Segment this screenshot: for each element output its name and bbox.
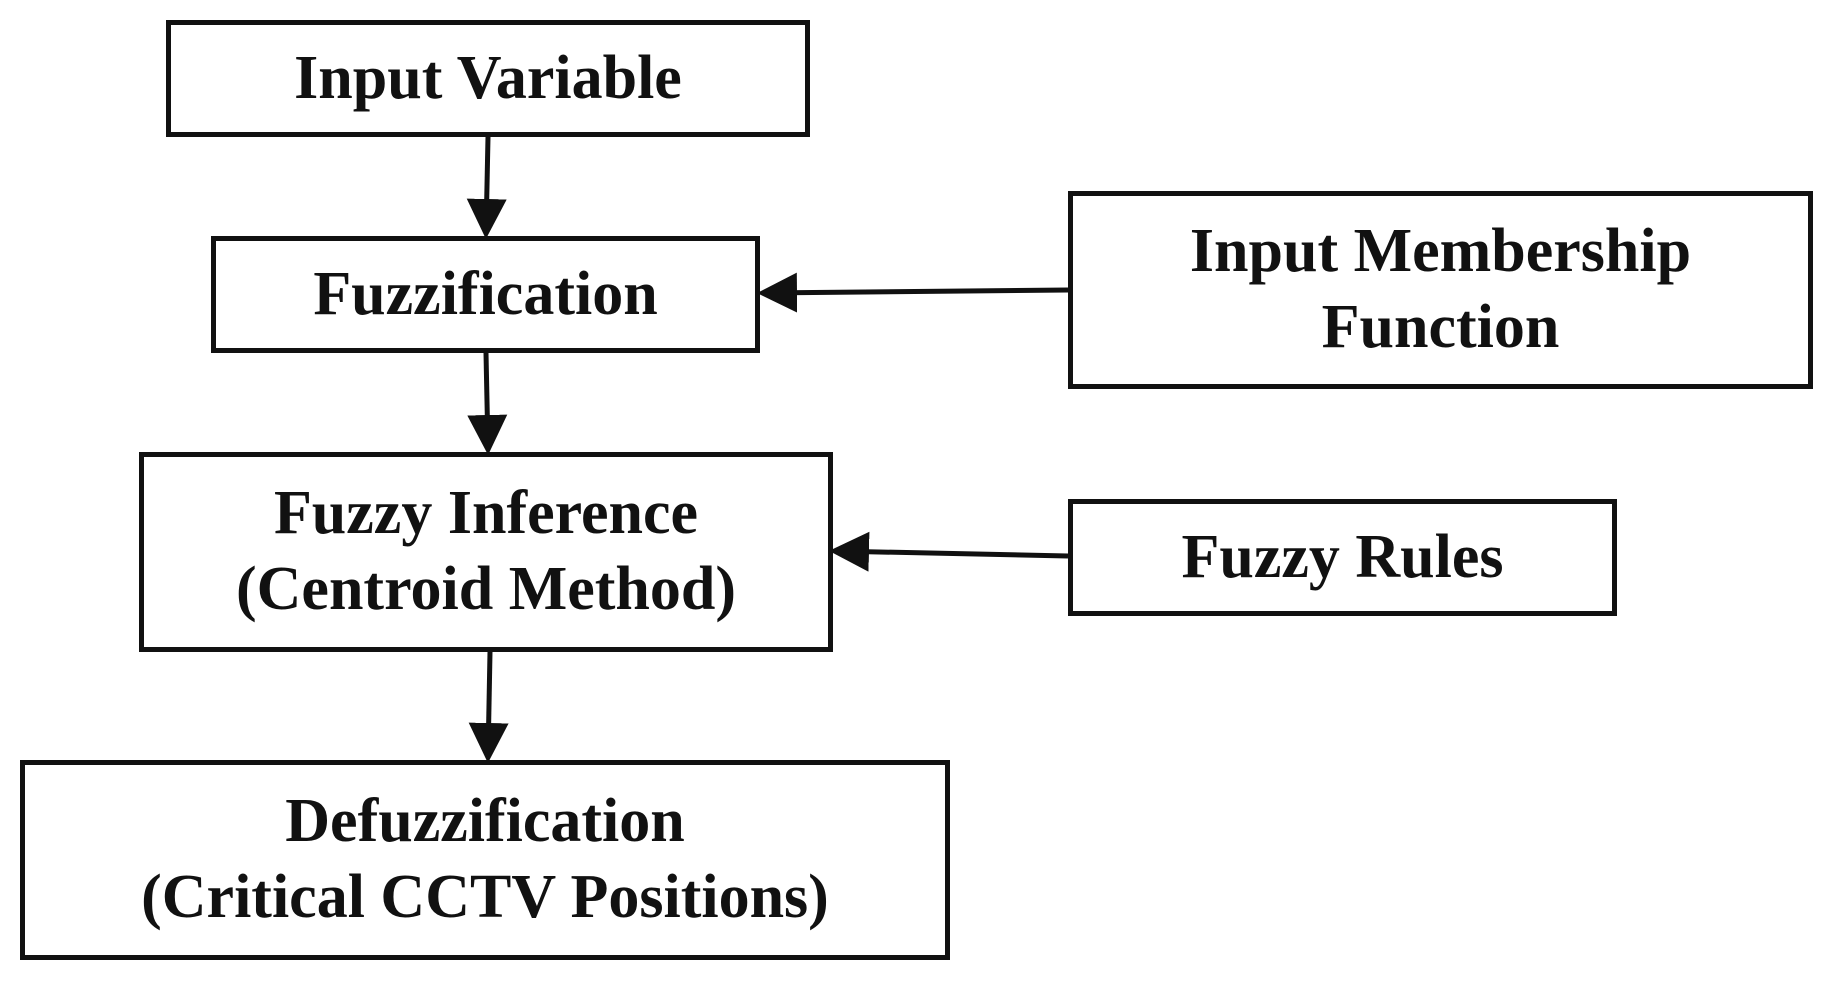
node-label: Fuzzy Rules [1181, 522, 1504, 591]
arrow-inference-to-defuzzification [468, 651, 509, 763]
node-label: Function [1321, 293, 1560, 361]
node-input-variable: Input Variable [166, 20, 810, 137]
arrow-input-variable-to-fuzzification [466, 136, 507, 239]
node-label: (Critical CCTV Positions) [141, 863, 829, 931]
node-fuzzy-rules: Fuzzy Rules [1068, 499, 1617, 616]
arrow-rules-to-inference [829, 531, 1069, 572]
node-label: Input Membership [1189, 217, 1692, 286]
node-label: Input Variable [294, 43, 682, 112]
node-fuzzy-inference: Fuzzy Inference (Centroid Method) [139, 452, 833, 652]
arrow-membership-to-fuzzification [757, 272, 1069, 313]
node-fuzzification: Fuzzification [211, 236, 760, 353]
node-input-membership-function: Input Membership Function [1068, 191, 1813, 389]
node-label: Fuzzification [313, 259, 658, 328]
arrow-fuzzification-to-inference [467, 352, 508, 455]
node-defuzzification: Defuzzification (Critical CCTV Positions… [20, 760, 950, 960]
node-label: Fuzzy Inference [273, 479, 699, 548]
node-label: Defuzzification [285, 787, 685, 856]
node-label: (Centroid Method) [236, 555, 736, 623]
